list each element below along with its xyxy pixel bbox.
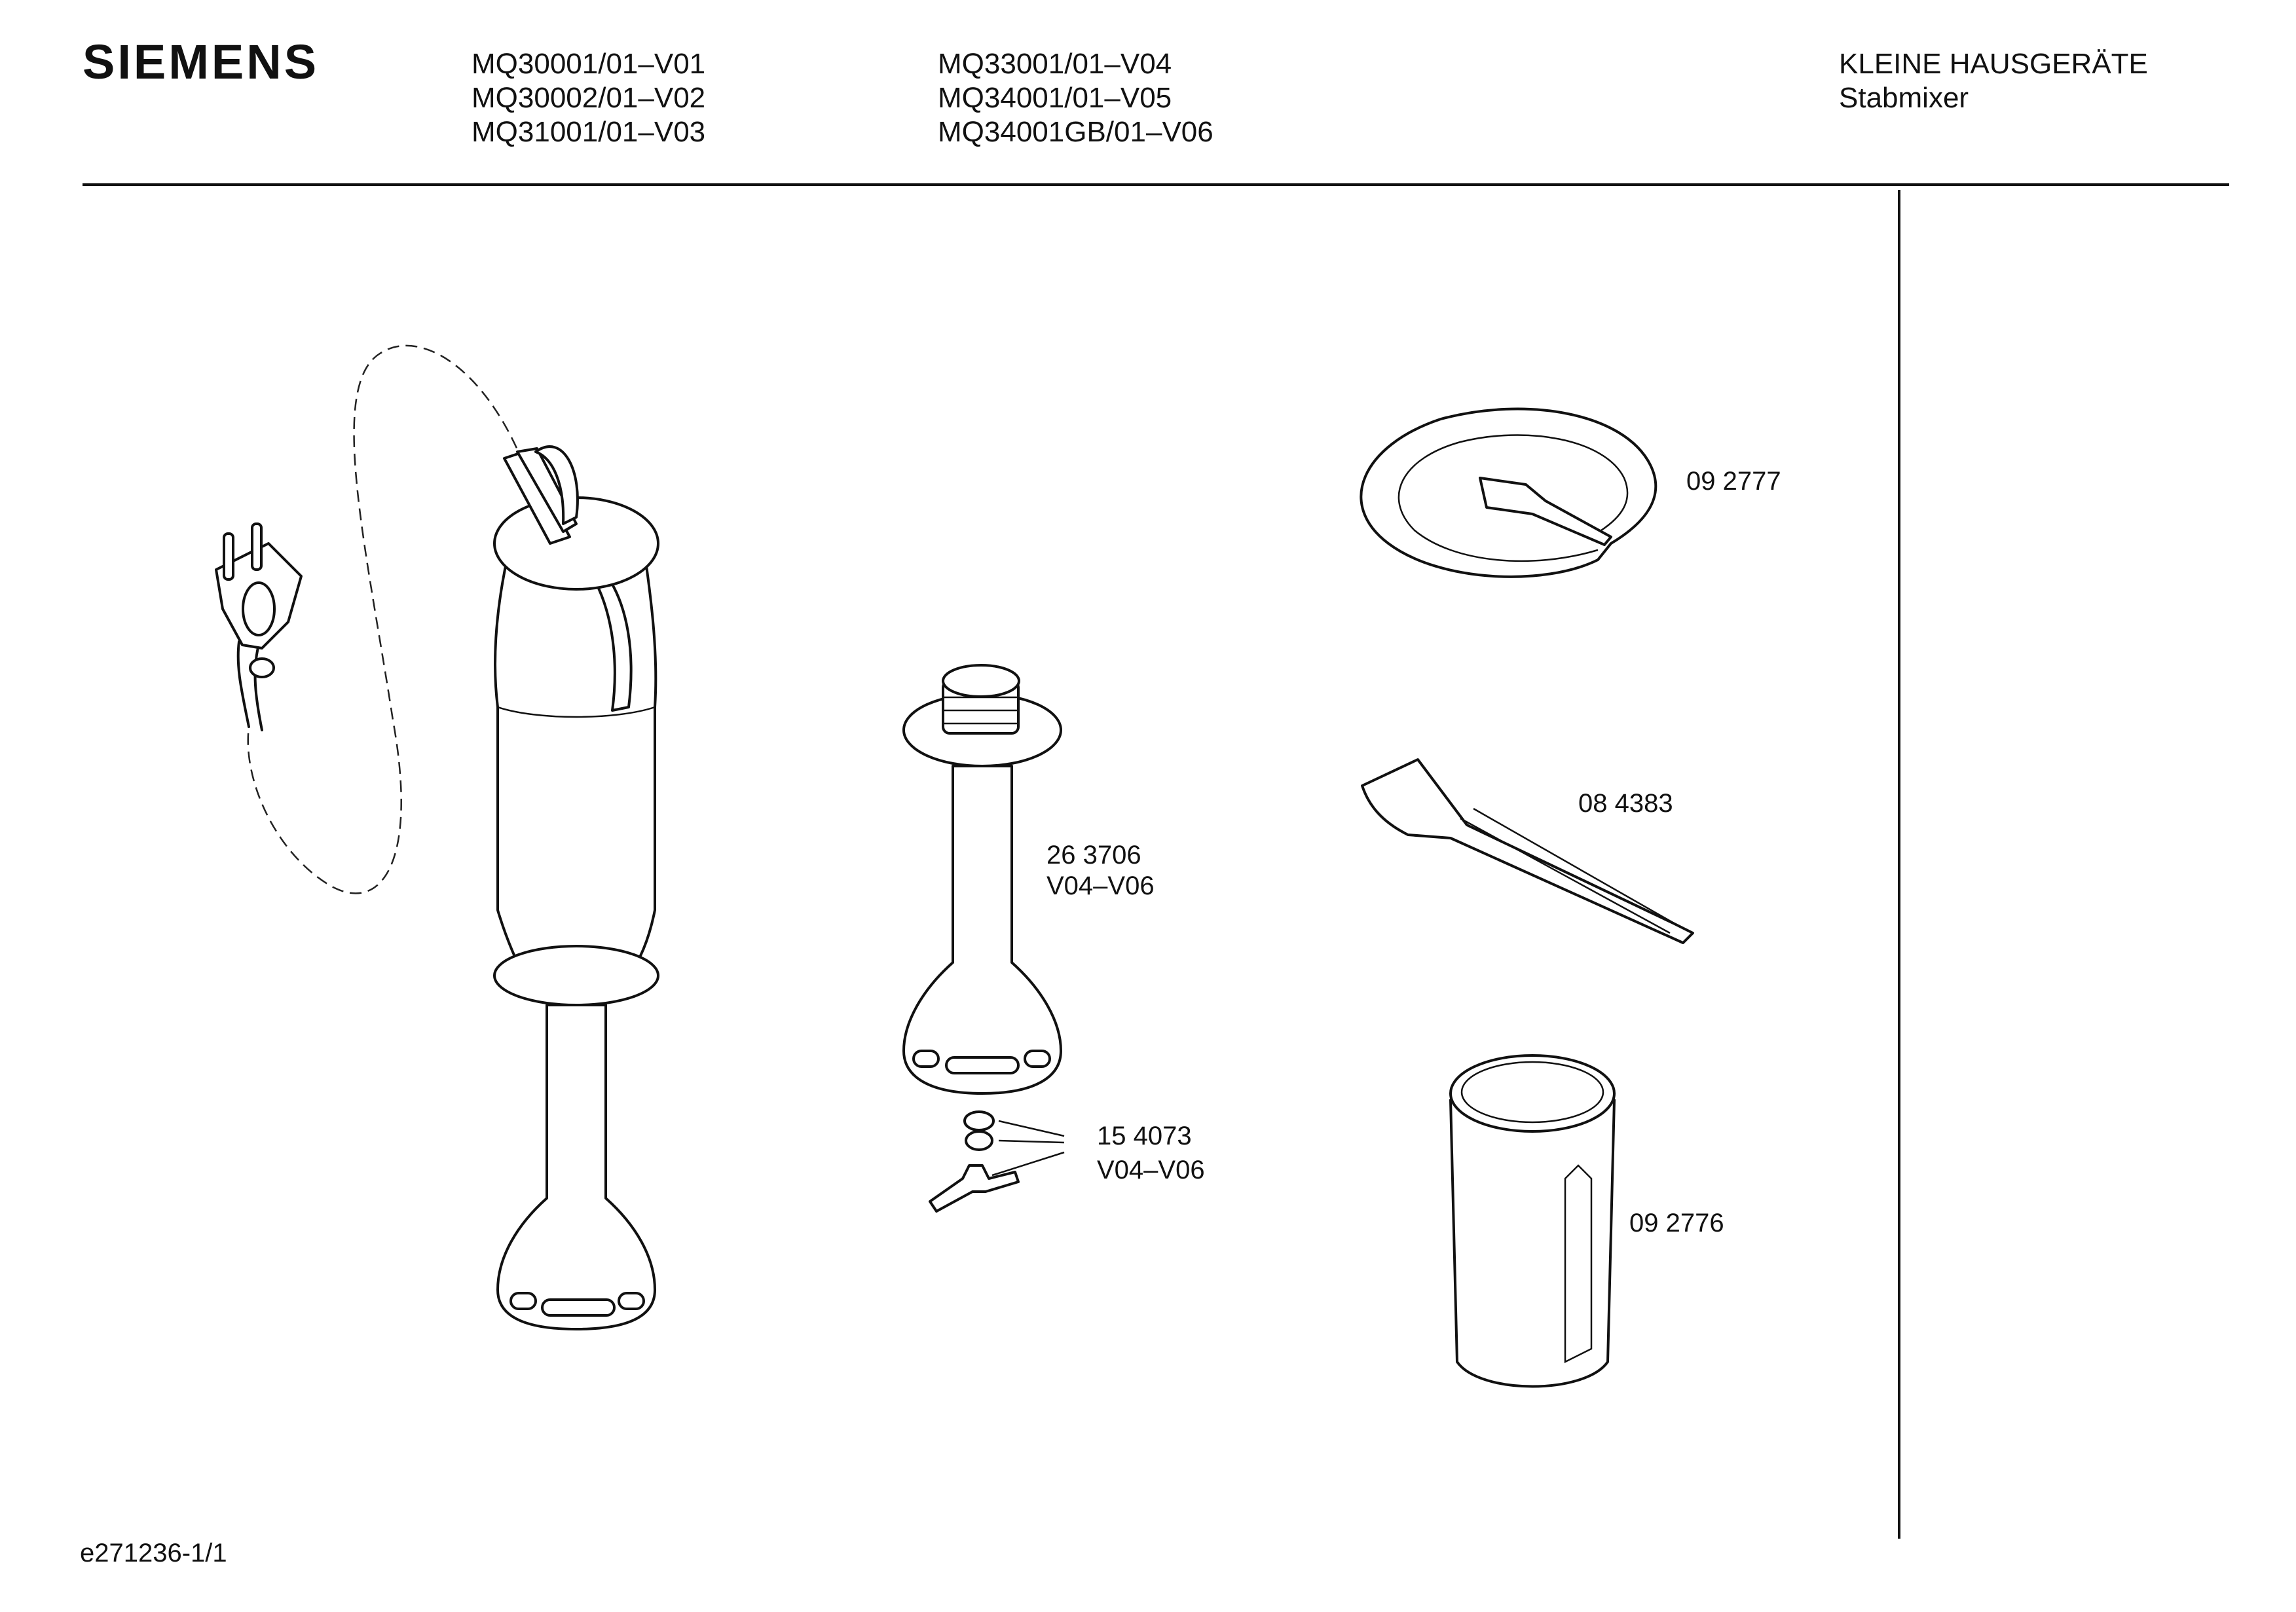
document-id: e271236-1/1 [80,1539,227,1567]
part-number-blade: 15 4073 [1097,1122,1192,1150]
part-number-shaft: 26 3706 [1046,841,1141,870]
subcategory-title: Stabmixer [1839,82,1969,114]
model-number: MQ31001/01–V03 [472,116,706,148]
mixer-shaft-part [902,664,1062,1095]
header-divider [83,183,2229,186]
model-number: MQ30002/01–V02 [472,82,706,114]
category-block: KLEINE HAUSGERÄTE Stabmixer [1839,47,2148,115]
right-margin-divider [1898,190,1900,1539]
motor-unit [493,445,659,977]
model-number: MQ33001/01–V04 [938,48,1172,80]
brand-logo: SIEMENS [83,35,320,89]
part-number-lid: 09 2777 [1686,467,1781,496]
power-cord [247,344,525,894]
blender-foot [493,945,659,1330]
model-list-right: MQ33001/01–V04 MQ34001/01–V05 MQ34001GB/… [938,47,1213,149]
model-list-left: MQ30001/01–V01 MQ30002/01–V02 MQ31001/01… [472,47,705,149]
model-number: MQ34001GB/01–V06 [938,116,1213,148]
spatula-part [1361,758,1694,944]
model-number: MQ34001/01–V05 [938,82,1172,114]
category-title: KLEINE HAUSGERÄTE [1839,48,2148,80]
part-number-spatula: 08 4383 [1578,789,1673,818]
beaker-part [1449,1054,1616,1388]
power-plug [215,522,303,678]
part-variants-blade: V04–V06 [1097,1156,1205,1184]
plug-cable [236,640,263,731]
part-variants-shaft: V04–V06 [1046,871,1155,900]
model-number: MQ30001/01–V01 [472,48,706,80]
beaker-lid-part [1360,407,1657,578]
blade-assembly-part [929,1110,1065,1213]
part-number-beaker: 09 2776 [1629,1209,1724,1237]
